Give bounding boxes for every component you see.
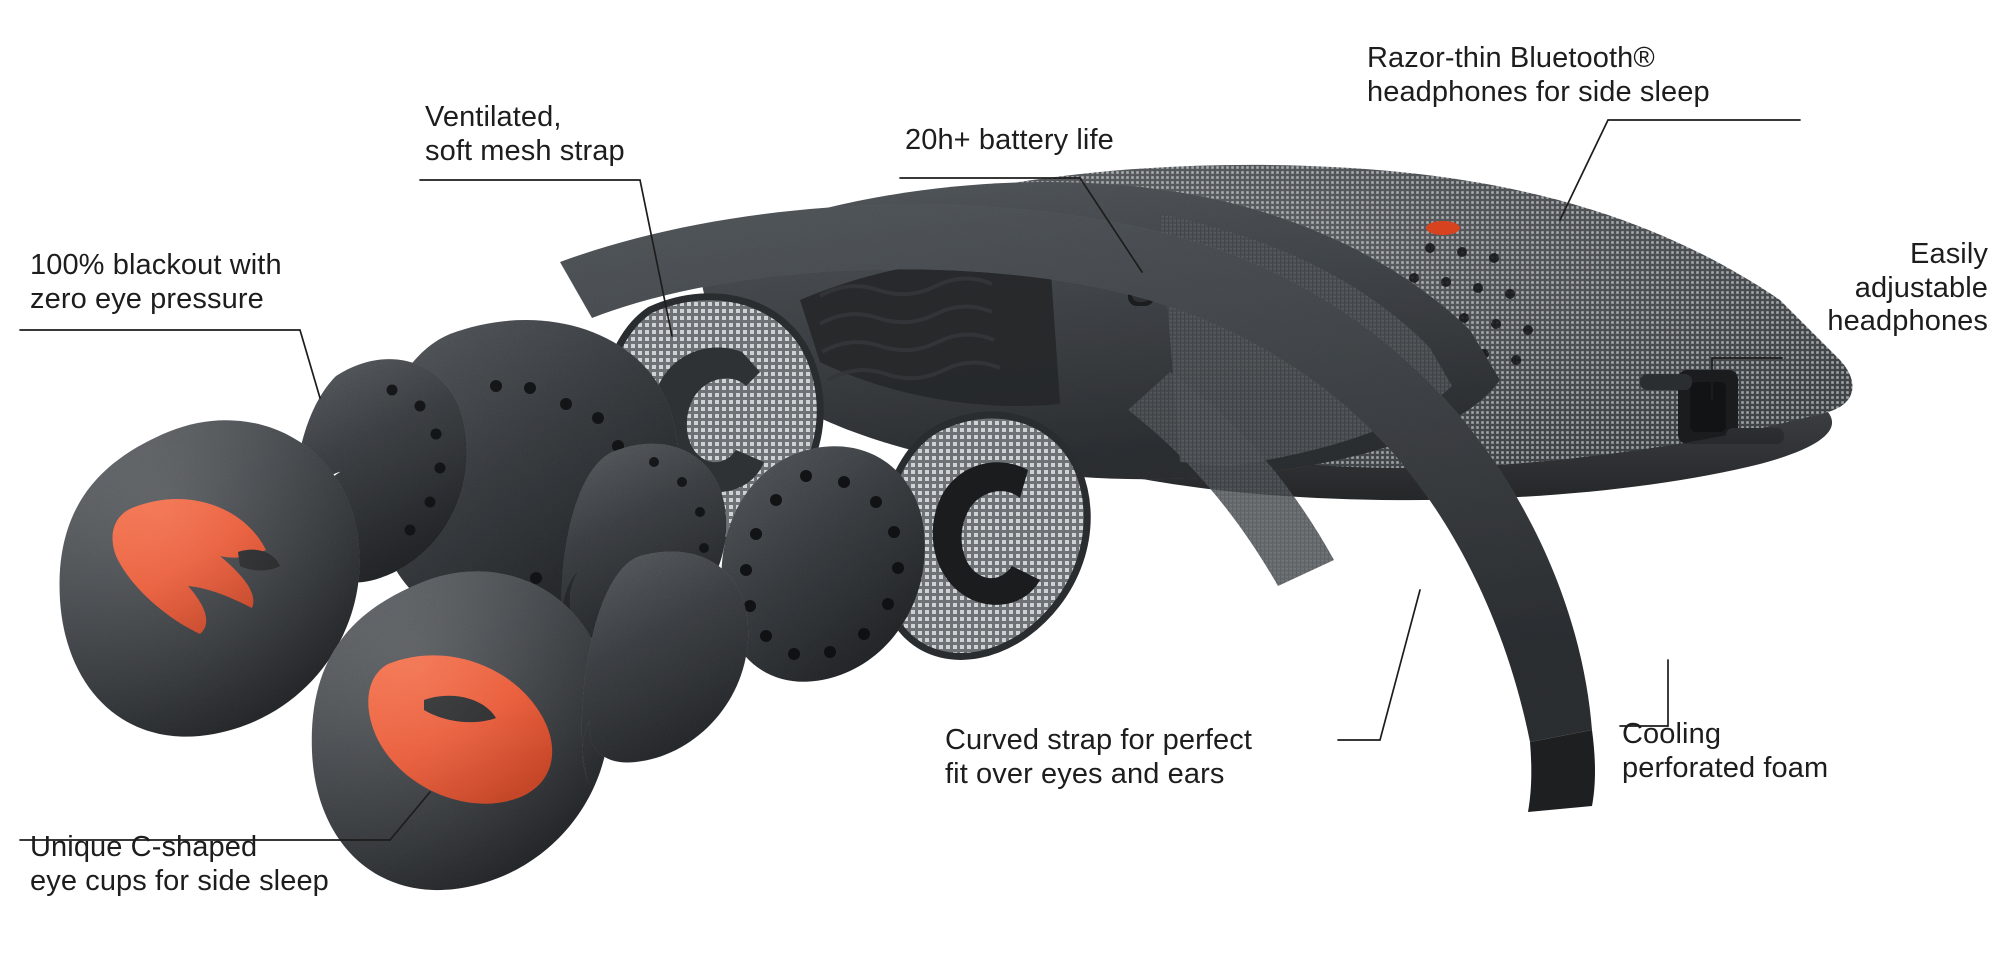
callout-adjustable: Easily adjustable headphones [1827,238,1988,338]
eye-cup-lower-right [311,571,610,891]
perforated-oval-pad [721,446,925,682]
callout-curved-strap: Curved strap for perfect fit over eyes a… [945,724,1253,790]
callout-bluetooth: Razor-thin Bluetooth® headphones for sid… [1367,42,1710,108]
c-shaped-ear-hook [581,551,749,786]
callout-battery: 20h+ battery life [905,124,1114,156]
curved-outer-strap [560,204,1595,812]
callout-mesh-strap: Ventilated, soft mesh strap [425,101,625,167]
brand-accent-mark [1426,221,1460,235]
callout-cooling-foam: Cooling perforated foam [1622,718,1829,784]
eye-cup-upper-left [59,420,360,737]
callout-eye-cups: Unique C-shaped eye cups for side sleep [30,831,329,897]
callout-blackout: 100% blackout with zero eye pressure [30,249,282,315]
